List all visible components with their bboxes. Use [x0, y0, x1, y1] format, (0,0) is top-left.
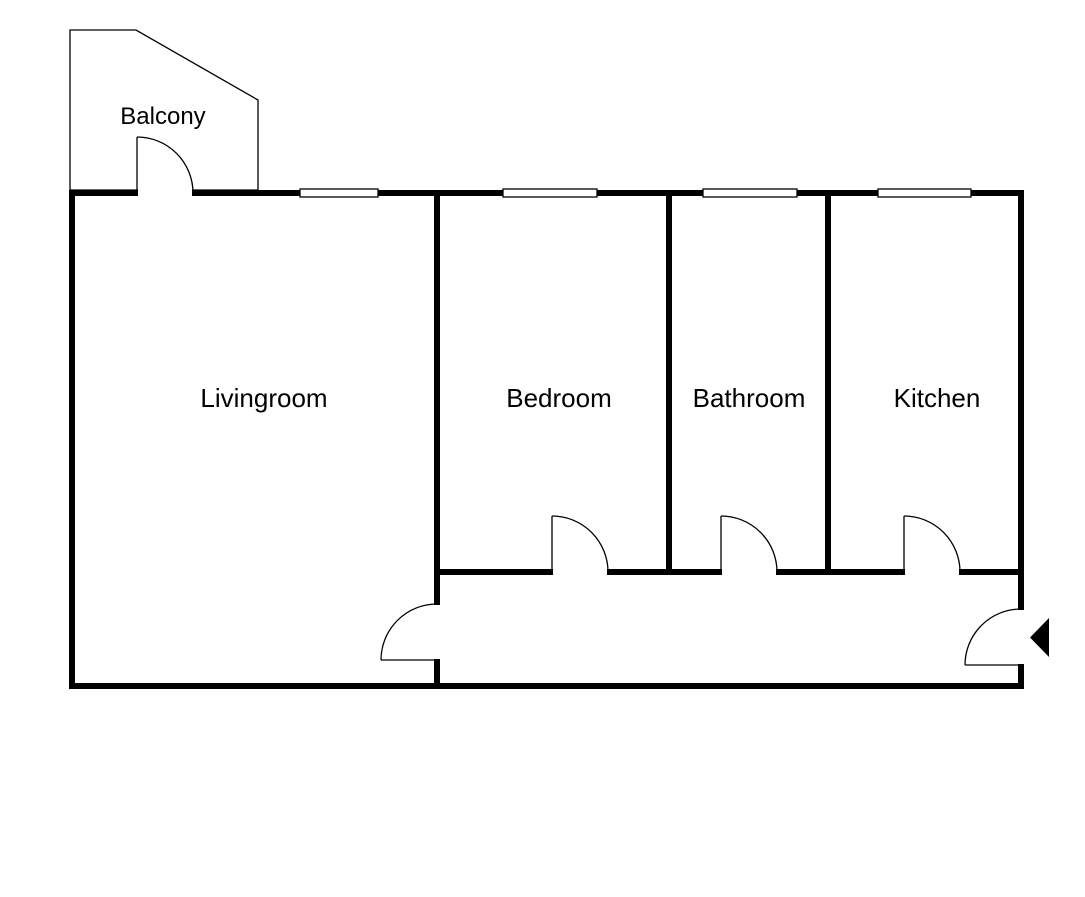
doors: [136, 136, 1022, 666]
balcony-outline: [69, 29, 259, 191]
door-kitchen: [903, 515, 961, 573]
door-bathroom: [720, 515, 778, 573]
room-label-balcony: Balcony: [120, 103, 205, 130]
window-bathroom: [702, 188, 798, 198]
door-bedroom: [551, 515, 609, 573]
door-livingroom: [380, 603, 438, 661]
outer-walls: [69, 190, 1024, 689]
interior-walls: [434, 190, 1024, 689]
window-kitchen: [877, 188, 972, 198]
room-label-livingroom: Livingroom: [200, 383, 327, 413]
door-balcony: [136, 136, 194, 194]
window-livingroom: [299, 188, 379, 198]
room-label-kitchen: Kitchen: [894, 383, 981, 413]
room-label-bedroom: Bedroom: [506, 383, 612, 413]
door-entrance: [964, 608, 1022, 666]
door-openings: [138, 188, 1026, 664]
window-bedroom: [502, 188, 598, 198]
room-label-bathroom: Bathroom: [693, 383, 806, 413]
windows: [299, 188, 972, 198]
entrance-arrow-icon: [1030, 618, 1049, 657]
